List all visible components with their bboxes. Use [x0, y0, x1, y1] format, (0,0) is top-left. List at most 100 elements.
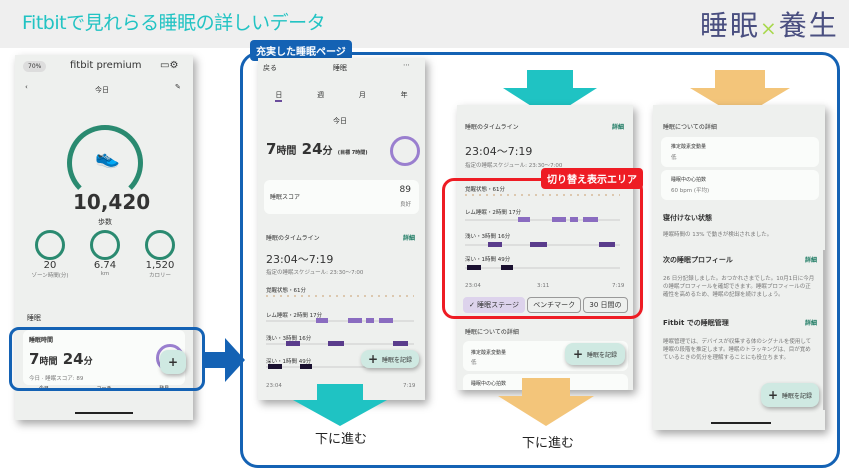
stage-deep: 深い・1時間 49分: [465, 257, 511, 263]
arrow-down-orange-icon: [498, 378, 594, 426]
stage-rem: レム睡眠・2時間 17分: [465, 210, 522, 216]
score-value: 89: [399, 185, 411, 195]
phone-home-screen: 70% fitbit premium ▭⚙ ‹ 今日 ✎ 👟 10,420 歩数…: [15, 55, 193, 420]
restless-title: 寝付けない状態: [663, 214, 712, 222]
stat-label: カロリー: [148, 273, 171, 279]
go-down-label: 下に進む: [315, 432, 368, 447]
switch-area-tag: 切り替え表示エリア: [541, 168, 643, 189]
view-chips: ✓ 睡眠ステージ ベンチマーク 30 日間の: [463, 297, 628, 313]
location-ring-icon: [90, 230, 120, 260]
app-name: fitbit premium: [70, 60, 142, 71]
stage-awake: 覚醒状態・61分: [465, 187, 505, 193]
log-sleep-button[interactable]: +睡眠を記録: [565, 343, 625, 365]
schedule-text: 指定の睡眠スケジュール: 23:30〜7:00: [465, 163, 563, 169]
sleep-duration: 7時間 24分: [29, 350, 93, 368]
schedule-text: 指定の睡眠スケジュール: 23:30〜7:00: [266, 270, 364, 276]
chip-sleep-stages[interactable]: ✓ 睡眠ステージ: [463, 297, 525, 313]
switch-area-highlight: [442, 178, 643, 319]
axis-end: 7:19: [612, 283, 625, 289]
score-label: 睡眠スコア: [270, 194, 301, 201]
tab-day[interactable]: 日: [275, 90, 283, 102]
steps-label: 歩数: [98, 218, 112, 226]
sleep-stage-graph: [266, 295, 414, 369]
stage-rem: レム睡眠・2時間 17分: [266, 313, 323, 319]
profile-detail-link[interactable]: 詳細: [805, 257, 818, 264]
more-icon[interactable]: ⋯: [403, 61, 410, 69]
axis-end: 7:19: [403, 383, 416, 389]
highlight-sleep-card: [9, 327, 205, 391]
arrow-down-teal-icon: [293, 384, 387, 426]
mgmt-text: 睡眠管理では、デバイスが収集する体のシグナルを使用して睡眠の段階を推定します。睡…: [663, 339, 812, 361]
add-button[interactable]: +: [160, 350, 186, 374]
stat-value: 6.74: [93, 260, 117, 271]
back-button[interactable]: 戻る: [263, 64, 277, 72]
axis-mid: 3:11: [537, 283, 550, 289]
stat-label: ゾーン時間(分): [31, 273, 69, 279]
stage-awake: 覚醒状態・61分: [266, 288, 306, 294]
edit-icon[interactable]: ✎: [175, 83, 181, 91]
detail-row-oxygen: 推定酸素変動量低: [661, 137, 819, 167]
section-sleep: 睡眠: [27, 314, 41, 322]
score-unit: 良好: [399, 202, 411, 208]
axis-start: 23:04: [266, 383, 282, 389]
log-sleep-button[interactable]: +睡眠を記録: [761, 383, 819, 407]
sleep-page-frame: [240, 52, 840, 468]
message-icon[interactable]: ▭⚙: [160, 60, 179, 71]
sleep-stage-graph: [465, 194, 620, 270]
arrow-down-teal-icon: [503, 70, 597, 118]
profile-title: 次の睡眠プロフィール: [663, 256, 733, 264]
chip-benchmark[interactable]: ベンチマーク: [527, 297, 582, 313]
date-label: 今日: [333, 117, 347, 125]
chip-30-days[interactable]: 30 日間の: [583, 297, 628, 313]
details-title: 睡眠についての詳細: [465, 329, 519, 336]
stat-calories: 1,520 カロリー: [140, 230, 180, 279]
stat-value: 20: [43, 260, 57, 271]
axis-start: 23:04: [465, 283, 481, 289]
tab-month[interactable]: 月: [358, 91, 366, 99]
phone-sleep-page: 戻る 睡眠 ⋯ 日 週 月 年 今日 7時間 24分 (目標 7時間) 睡眠スコア 8…: [258, 58, 425, 400]
log-sleep-button[interactable]: +睡眠を記録: [361, 350, 419, 368]
page-title: Fitbitで見れらる睡眠の詳しいデータ: [22, 12, 326, 34]
prev-day-icon[interactable]: ‹: [25, 83, 28, 91]
shoe-icon: 👟: [95, 145, 120, 169]
stage-light: 浅い・3時間 16分: [266, 336, 312, 342]
timeline-title: 睡眠のタイムライン: [465, 124, 519, 131]
mgmt-detail-link[interactable]: 詳細: [805, 320, 818, 327]
logo: 睡眠×養生: [700, 9, 839, 42]
screen-title: 睡眠: [333, 64, 347, 72]
flame-ring-icon: [145, 230, 175, 260]
period-tabs: 日週月年: [258, 90, 425, 102]
zone-ring-icon: [35, 230, 65, 260]
tab-year[interactable]: 年: [400, 91, 408, 99]
detail-link[interactable]: 詳細: [612, 124, 625, 131]
sleep-score-card[interactable]: 睡眠スコア 89 良好: [264, 180, 419, 214]
home-indicator: [75, 412, 133, 414]
detail-link[interactable]: 詳細: [403, 235, 416, 242]
home-indicator: [711, 422, 771, 424]
stage-deep: 深い・1時間 49分: [266, 359, 312, 365]
tab-week[interactable]: 週: [317, 91, 325, 99]
sleep-duration: 7時間 24分 (目標 7時間): [266, 140, 368, 158]
stat-value: 1,520: [145, 260, 175, 271]
timeline-title: 睡眠のタイムライン: [266, 235, 320, 242]
sleep-moon-ring: [390, 136, 420, 166]
header-band: [0, 0, 849, 48]
sleep-range: 23:04〜7:19: [266, 253, 334, 266]
scrollbar[interactable]: [823, 250, 825, 410]
restless-text: 睡眠時間の 13% で動きが検出されました。: [663, 232, 773, 238]
phone-sleep-timeline: 睡眠のタイムライン 詳細 23:04〜7:19 指定の睡眠スケジュール: 23:…: [457, 105, 633, 390]
date-label: 今日: [95, 86, 109, 94]
mgmt-title: Fitbit での睡眠管理: [663, 319, 729, 327]
card-subtitle: 今日 · 睡眠スコア: 89: [29, 376, 84, 382]
details-title: 睡眠についての詳細: [663, 124, 717, 131]
stat-label: km: [100, 271, 110, 277]
steps-ring: [67, 125, 143, 201]
battery-badge: 70%: [23, 61, 47, 72]
stat-zone: 20 ゾーン時間(分): [30, 230, 70, 279]
card-title: 睡眠時間: [29, 337, 54, 344]
arrow-down-orange-icon: [690, 70, 790, 118]
